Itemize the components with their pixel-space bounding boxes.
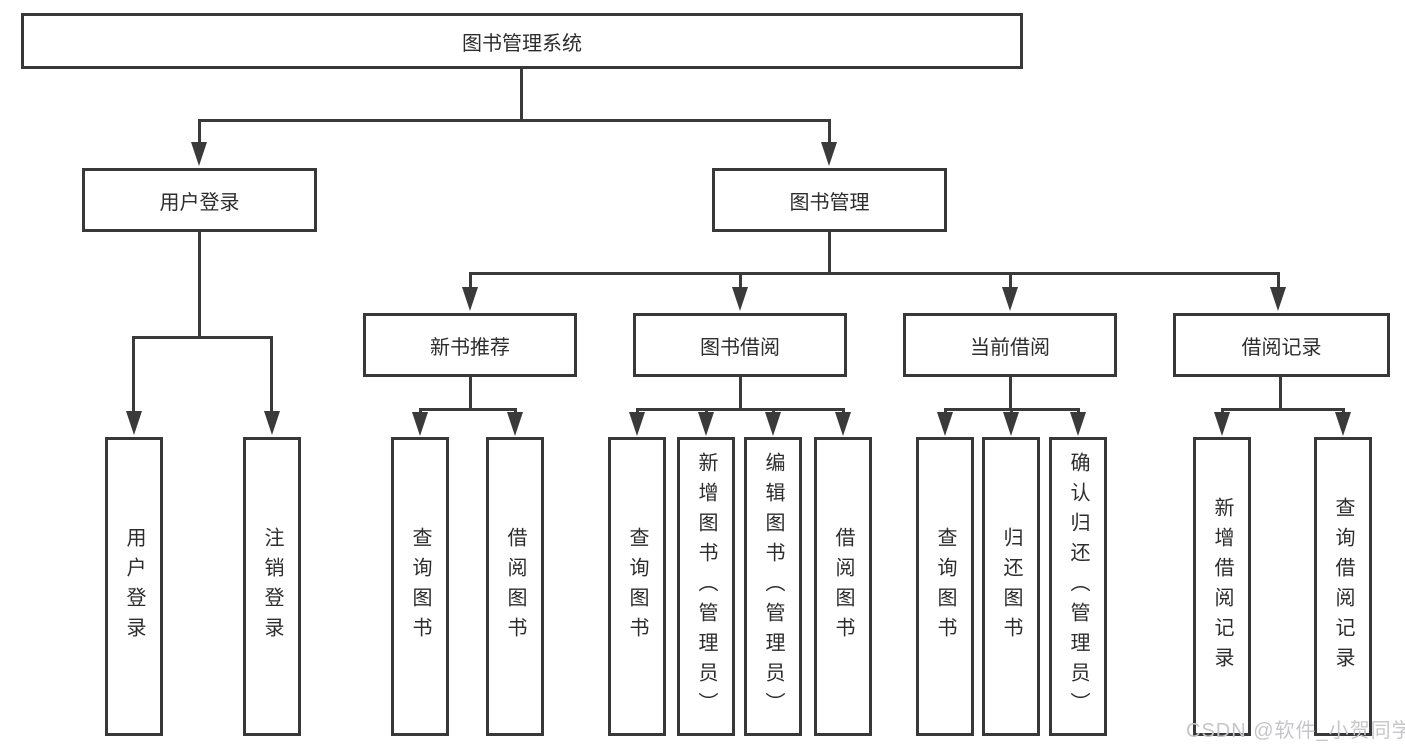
connector-line xyxy=(419,408,422,414)
connector-line xyxy=(1221,408,1224,414)
arrowhead-icon xyxy=(462,287,478,311)
leaf-query-book-3-label: 查询图书 xyxy=(934,526,956,647)
leaf-user-login-label: 用户登录 xyxy=(123,526,145,647)
node-current-borrow: 当前借阅 xyxy=(903,313,1117,377)
arrowhead-icon xyxy=(821,142,837,166)
leaf-return-book: 归还图书 xyxy=(982,437,1040,736)
arrowhead-icon xyxy=(507,412,523,436)
connector-line xyxy=(1009,272,1012,288)
connector-line xyxy=(636,408,843,411)
leaf-query-book-1-label: 查询图书 xyxy=(409,526,431,647)
connector-line xyxy=(132,336,135,412)
connector-line xyxy=(828,232,831,272)
arrowhead-icon xyxy=(937,412,953,436)
node-new-book-recommend-label: 新书推荐 xyxy=(430,336,510,359)
connector-line xyxy=(1342,408,1345,414)
leaf-query-book-2: 查询图书 xyxy=(608,437,666,736)
leaf-add-book-admin: 新增图书（管理员） xyxy=(677,437,735,736)
leaf-borrow-book-1-label: 借阅图书 xyxy=(504,526,526,647)
node-user-login: 用户登录 xyxy=(82,168,317,232)
connector-line xyxy=(198,119,201,145)
connector-line xyxy=(469,377,472,408)
connector-line xyxy=(1277,272,1280,288)
csdn-watermark: CSDN @软件_小贺同学 xyxy=(1186,720,1405,742)
arrowhead-icon xyxy=(264,411,280,435)
leaf-confirm-return-admin-label: 确认归还（管理员） xyxy=(1067,451,1089,722)
node-book-borrow: 图书借阅 xyxy=(633,313,847,377)
connector-line xyxy=(739,272,742,288)
leaf-add-borrow-record-label: 新增借阅记录 xyxy=(1211,496,1233,677)
connector-line xyxy=(1009,377,1012,408)
connector-line xyxy=(842,408,845,414)
leaf-edit-book-admin-label: 编辑图书（管理员） xyxy=(762,451,784,722)
leaf-confirm-return-admin: 确认归还（管理员） xyxy=(1049,437,1107,736)
leaf-query-book-2-label: 查询图书 xyxy=(626,526,648,647)
arrowhead-icon xyxy=(1002,287,1018,311)
leaf-logout: 注销登录 xyxy=(243,437,301,736)
arrowhead-icon xyxy=(412,412,428,436)
node-book-management-label: 图书管理 xyxy=(789,191,870,214)
connector-line xyxy=(198,232,201,336)
leaf-add-borrow-record: 新增借阅记录 xyxy=(1193,437,1251,736)
leaf-user-login: 用户登录 xyxy=(105,437,163,736)
arrowhead-icon xyxy=(1070,412,1086,436)
connector-line xyxy=(772,408,775,414)
connector-line xyxy=(198,119,831,122)
connector-line xyxy=(469,272,1280,275)
node-new-book-recommend: 新书推荐 xyxy=(363,313,577,377)
connector-line xyxy=(1279,377,1282,408)
leaf-borrow-book-2: 借阅图书 xyxy=(814,437,872,736)
node-current-borrow-label: 当前借阅 xyxy=(970,336,1050,359)
leaf-query-book-1: 查询图书 xyxy=(391,437,449,736)
connector-line xyxy=(1010,408,1013,414)
node-borrow-records: 借阅记录 xyxy=(1173,313,1390,377)
leaf-query-borrow-record: 查询借阅记录 xyxy=(1314,437,1372,736)
arrowhead-icon xyxy=(835,412,851,436)
node-book-management: 图书管理 xyxy=(712,168,947,232)
node-book-borrow-label: 图书借阅 xyxy=(700,336,780,359)
leaf-add-book-admin-label: 新增图书（管理员） xyxy=(695,451,717,722)
leaf-edit-book-admin: 编辑图书（管理员） xyxy=(744,437,802,736)
leaf-return-book-label: 归还图书 xyxy=(1000,526,1022,647)
connector-line xyxy=(944,408,947,414)
connector-line xyxy=(705,408,708,414)
node-borrow-records-label: 借阅记录 xyxy=(1241,336,1322,359)
leaf-logout-label: 注销登录 xyxy=(261,526,283,647)
arrowhead-icon xyxy=(1214,412,1230,436)
arrowhead-icon xyxy=(1335,412,1351,436)
node-root: 图书管理系统 xyxy=(21,13,1023,69)
arrowhead-icon xyxy=(765,412,781,436)
connector-line xyxy=(739,377,742,408)
connector-line xyxy=(469,272,472,288)
node-user-login-label: 用户登录 xyxy=(159,191,240,214)
connector-line xyxy=(419,408,516,411)
arrowhead-icon xyxy=(1003,412,1019,436)
arrowhead-icon xyxy=(1270,287,1286,311)
arrowhead-icon xyxy=(698,412,714,436)
connector-line xyxy=(1077,408,1080,414)
arrowhead-icon xyxy=(732,287,748,311)
arrowhead-icon xyxy=(126,411,142,435)
connector-line xyxy=(514,408,517,414)
connector-line xyxy=(133,336,272,339)
connector-line xyxy=(828,119,831,145)
node-root-label: 图书管理系统 xyxy=(462,32,582,55)
leaf-borrow-book-2-label: 借阅图书 xyxy=(832,526,854,647)
connector-line xyxy=(270,336,273,412)
connector-line xyxy=(520,69,523,119)
arrowhead-icon xyxy=(191,142,207,166)
connector-line xyxy=(1221,408,1343,411)
leaf-query-book-3: 查询图书 xyxy=(916,437,974,736)
connector-line xyxy=(636,408,639,414)
leaf-borrow-book-1: 借阅图书 xyxy=(486,437,544,736)
arrowhead-icon xyxy=(629,412,645,436)
leaf-query-borrow-record-label: 查询借阅记录 xyxy=(1332,496,1354,677)
